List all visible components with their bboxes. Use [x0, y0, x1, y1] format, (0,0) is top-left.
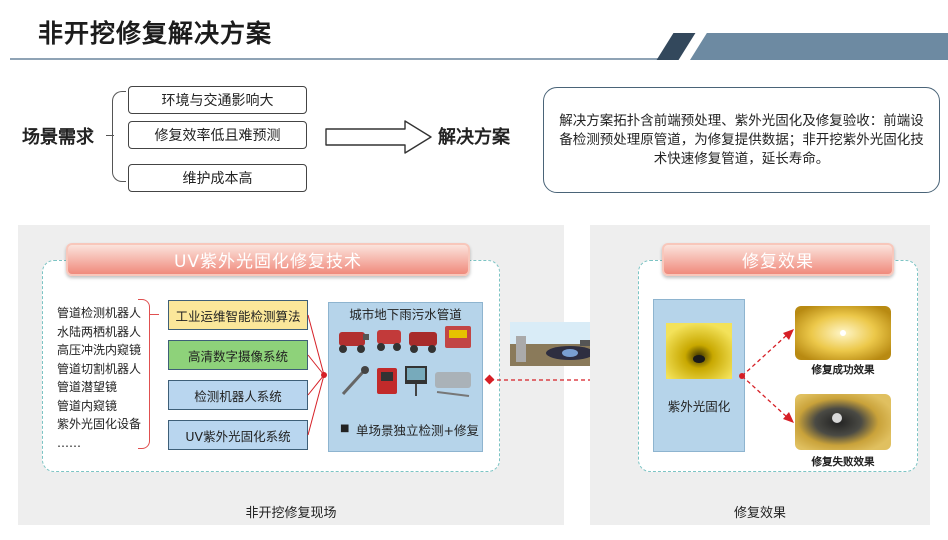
pipe-note: 单场景独立检测+修复	[356, 423, 479, 438]
fail-photo	[795, 394, 891, 450]
page-title: 非开挖修复解决方案	[38, 19, 273, 48]
success-photo	[795, 306, 891, 360]
uv-tech-title: UV紫外光固化修复技术	[66, 243, 470, 276]
left-caption: 非开挖修复现场	[245, 506, 337, 521]
robot-list: 管道检测机器人 水陆两栖机器人 高压冲洗内窥镜 管道切割机器人 管道潜望镜 管道…	[57, 304, 141, 452]
pipe-title: 城市地下雨污水管道	[349, 307, 462, 322]
tool-icon	[341, 366, 369, 396]
system-box-camera: 高清数字摄像系统	[168, 340, 308, 370]
repair-effect-title: 修复效果	[662, 243, 894, 276]
solution-label: 解决方案	[438, 127, 510, 148]
uv-label: 紫外光固化	[667, 399, 731, 414]
bullet-square-icon: ■	[340, 423, 350, 434]
system-box-algorithm: 工业运维智能检测算法	[168, 300, 308, 330]
requirements-label: 场景需求	[22, 127, 94, 148]
requirements-brace	[112, 91, 126, 182]
robot-item: 高压冲洗内窥镜	[57, 343, 142, 357]
robot-item: 管道切割机器人	[57, 361, 142, 376]
robot-item: ……	[57, 435, 81, 450]
controller-icon	[377, 368, 397, 394]
requirement-item-3: 维护成本高	[128, 164, 307, 192]
robot-vehicle-icon	[339, 332, 369, 353]
robot-item: 紫外光固化设备	[57, 417, 142, 431]
robot-list-brace-tick	[149, 314, 159, 316]
header-divider	[10, 58, 660, 60]
robot-item: 管道潜望镜	[57, 380, 118, 394]
solution-description: 解决方案拓扑含前端预处理、紫外光固化及修复验收：前端设备检测预处理原管道，为修复…	[543, 87, 940, 193]
requirement-item-1: 环境与交通影响大	[128, 86, 307, 114]
robot-item: 管道检测机器人	[57, 306, 142, 320]
systems-connector-lines	[307, 314, 327, 436]
requirement-item-2: 修复效率低且难预测	[128, 121, 307, 149]
uv-pipe-photo	[666, 323, 732, 379]
system-box-uv: UV紫外光固化系统	[168, 420, 308, 450]
hollow-arrow-icon	[325, 120, 432, 154]
robot-vehicle-icon	[445, 326, 471, 348]
monitor-icon	[405, 366, 427, 396]
requirements-brace-tick	[106, 135, 114, 137]
header-stripe-blue	[690, 33, 948, 60]
right-caption: 修复效果	[733, 506, 786, 521]
equipment-photos	[339, 326, 471, 397]
robot-vehicle-icon	[409, 332, 437, 353]
robot-list-brace	[138, 299, 150, 449]
effect-arrows	[739, 329, 794, 423]
fail-label: 修复失败效果	[811, 456, 875, 468]
tool-icon	[435, 372, 471, 397]
header-stripe-dark	[656, 33, 696, 60]
robot-item: 管道内窥镜	[57, 398, 118, 413]
success-label: 修复成功效果	[811, 364, 875, 376]
system-box-robot: 检测机器人系统	[168, 380, 308, 410]
robot-item: 水陆两栖机器人	[57, 324, 142, 339]
robot-vehicle-icon	[377, 330, 401, 351]
